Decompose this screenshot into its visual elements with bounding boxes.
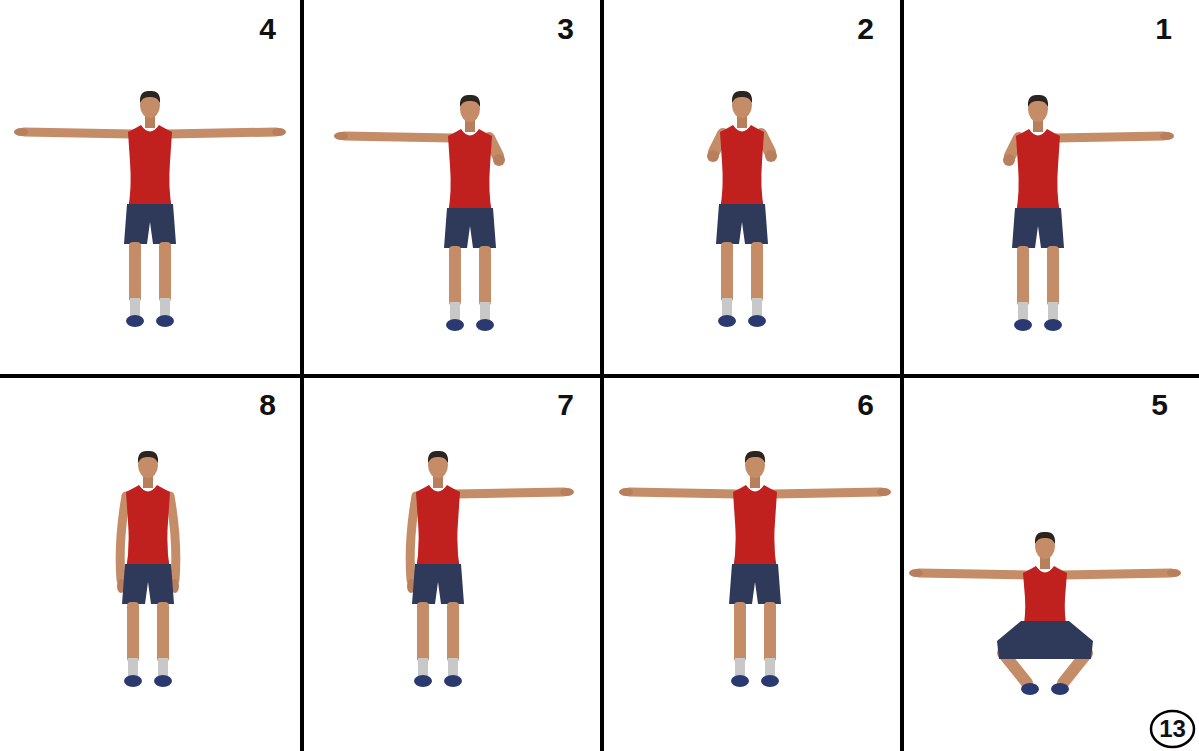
page-number-circle: 13 [1149,709,1196,749]
panel-number: 8 [259,390,276,420]
figure [334,95,505,331]
panel-number: 7 [557,390,574,420]
figure [707,91,777,327]
figure [909,532,1181,695]
panel-number: 5 [1151,390,1168,420]
page-number: 13 [1159,717,1186,741]
figure [407,451,574,687]
panel-number: 3 [557,14,574,44]
figure [117,451,179,687]
figure [619,451,891,687]
figure [1003,95,1174,331]
figure [14,91,286,327]
panel-number: 6 [857,390,874,420]
panel-number: 2 [857,14,874,44]
panel-number: 4 [259,14,276,44]
panel-number: 1 [1155,14,1172,44]
